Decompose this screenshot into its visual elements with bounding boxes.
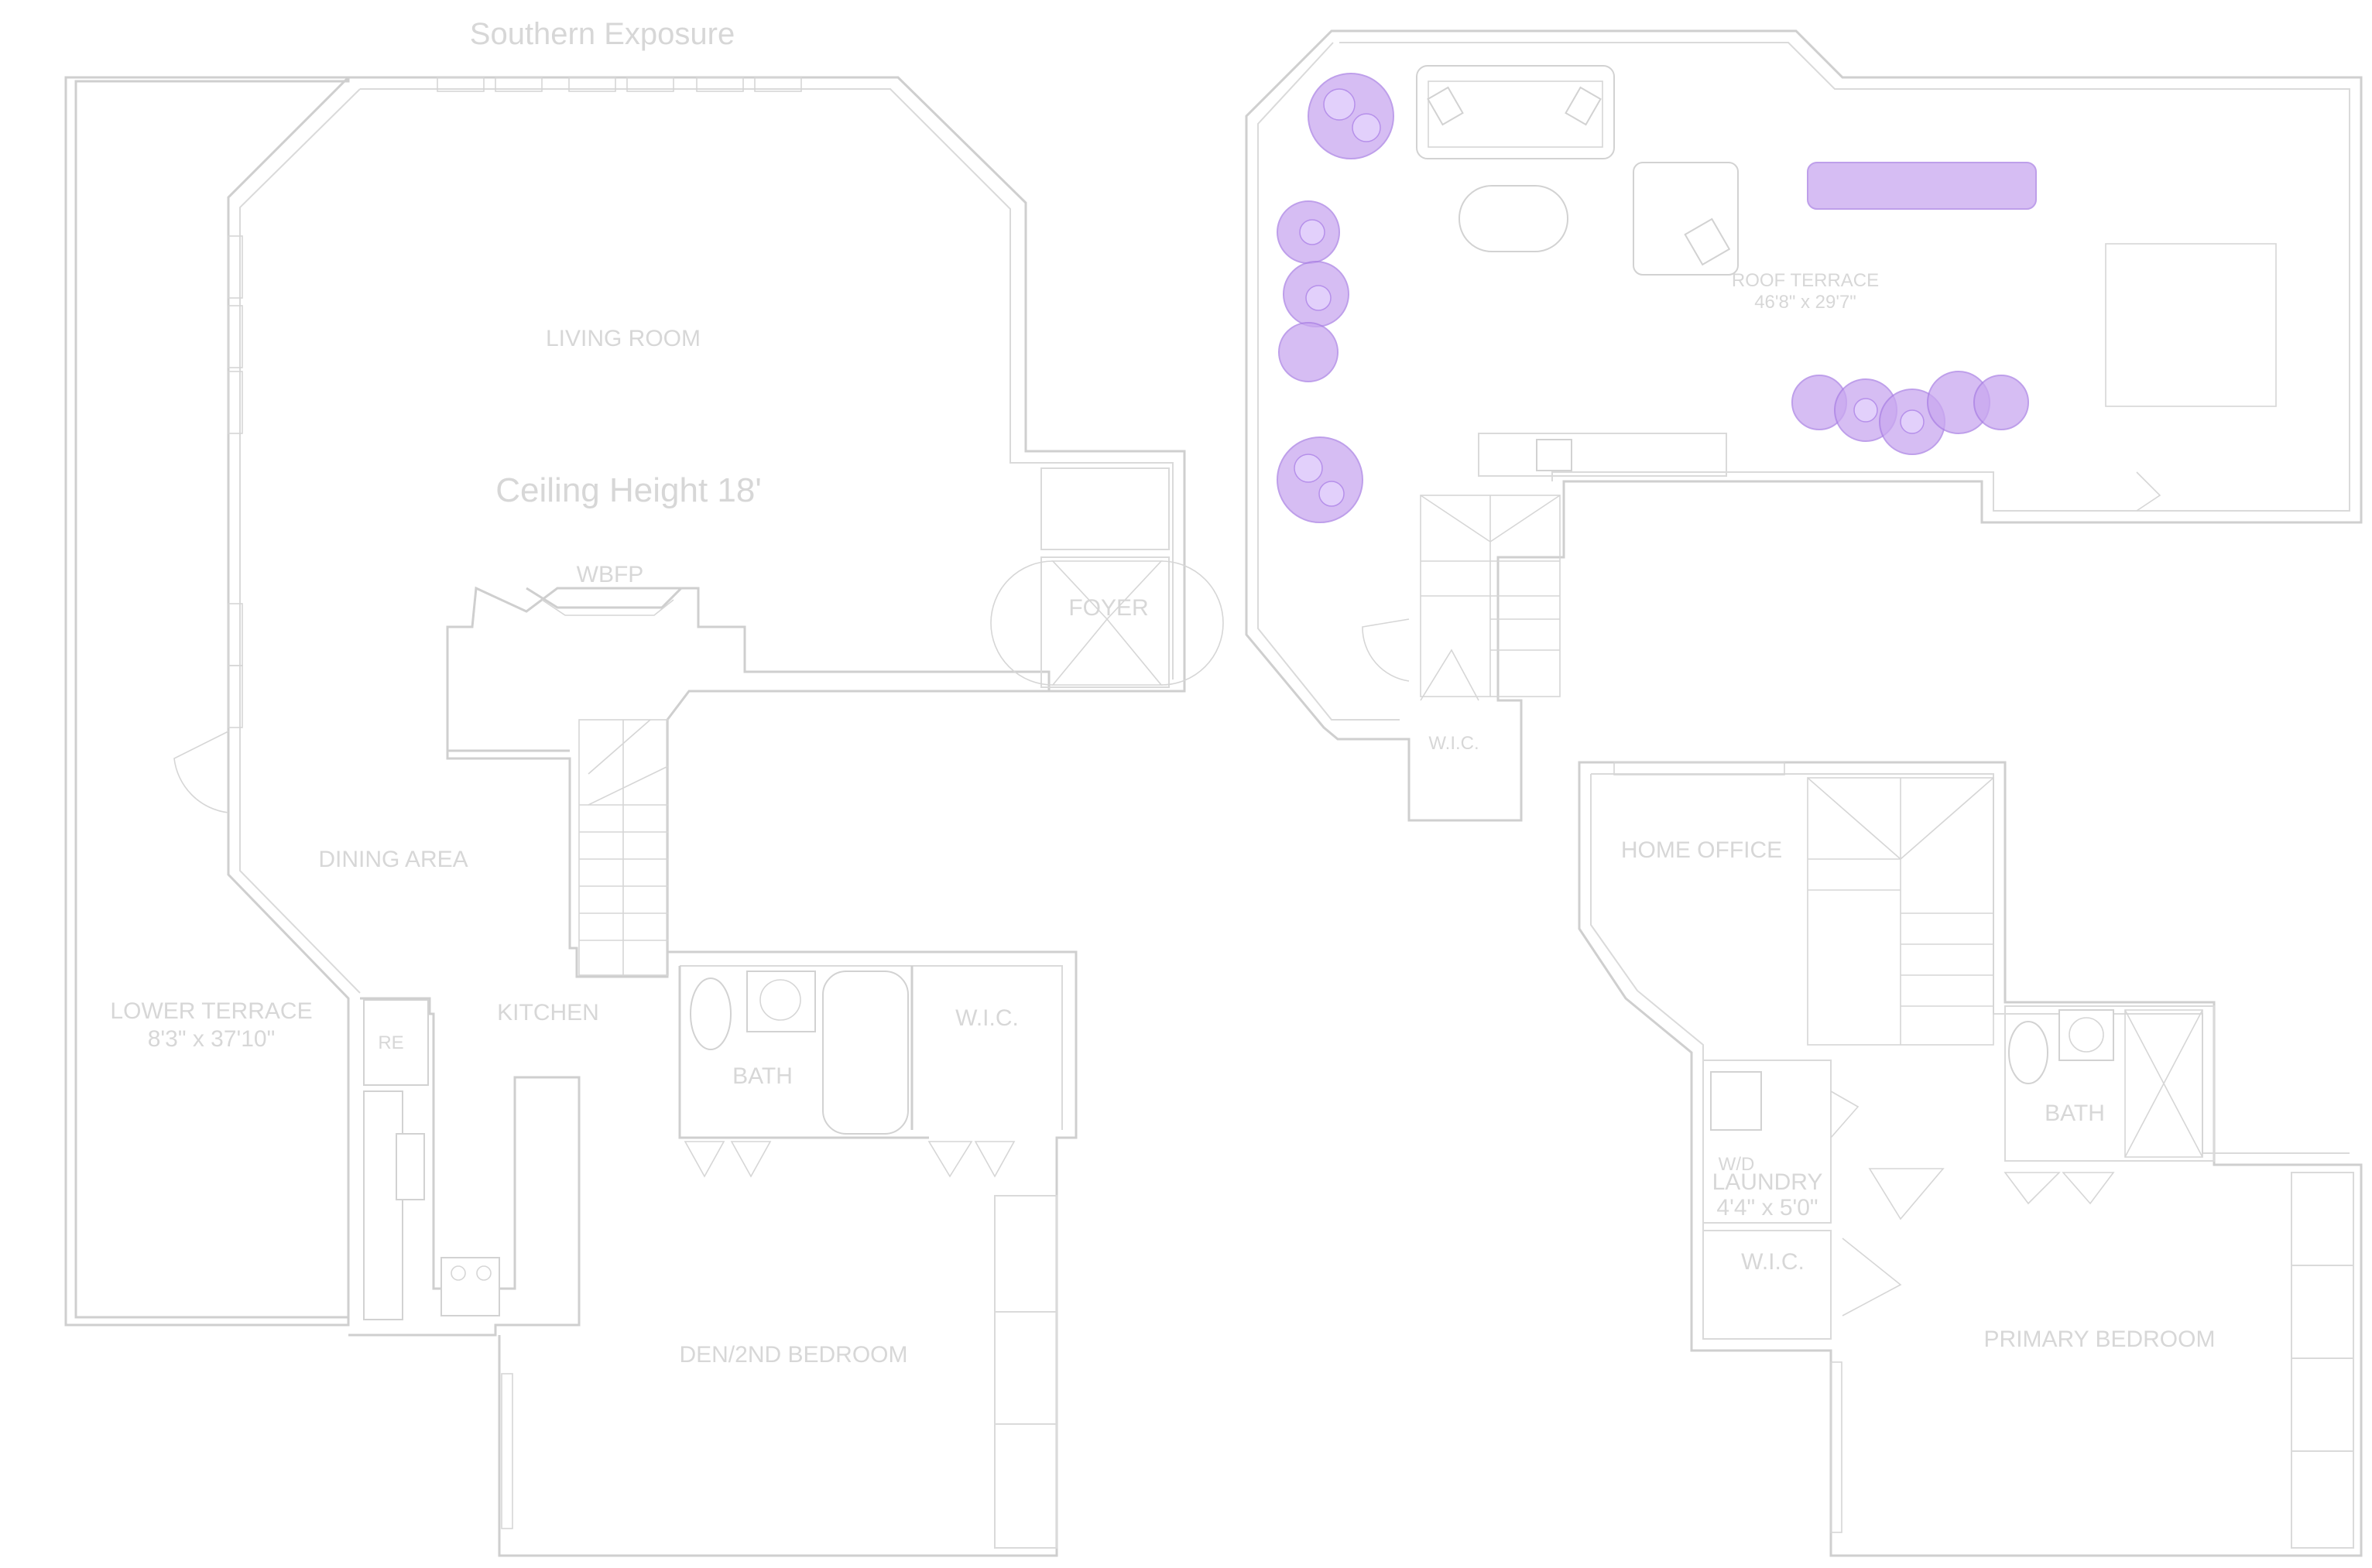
label-bath-upper: BATH: [2045, 1101, 2105, 1126]
upper-level-plan: [1578, 761, 2363, 1557]
label-ceiling-height: Ceiling Height 18': [495, 471, 762, 509]
label-dining-area: DINING AREA: [318, 847, 468, 872]
room-labels: Southern Exposure LIVING ROOM Ceiling He…: [110, 17, 2215, 1368]
label-wic-roof: W.I.C.: [1428, 733, 1479, 754]
roof-level-plan: [1245, 29, 2363, 822]
label-living-room: LIVING ROOM: [546, 326, 701, 351]
label-den: DEN/2ND BEDROOM: [679, 1342, 907, 1368]
exposure-label: Southern Exposure: [470, 17, 735, 51]
label-wic-upper: W.I.C.: [1741, 1249, 1805, 1275]
label-wd: W/D: [1719, 1154, 1755, 1175]
label-foyer: FOYER: [1068, 595, 1148, 621]
label-roof-terrace: ROOF TERRACE: [1732, 270, 1879, 291]
label-laundry: LAUNDRY: [1712, 1169, 1823, 1195]
label-wbfp: WBFP: [577, 562, 644, 587]
lower-level-plan: [64, 76, 1224, 1557]
label-lower-terrace-dims: 8'3" x 37'10": [148, 1026, 276, 1052]
label-bath-lower: BATH: [732, 1063, 793, 1089]
label-wic-lower: W.I.C.: [955, 1005, 1019, 1031]
label-laundry-dims: 4'4" x 5'0": [1716, 1195, 1818, 1221]
roof-planters: [1277, 73, 2037, 523]
label-primary-bedroom: PRIMARY BEDROOM: [1984, 1327, 2216, 1352]
label-roof-terrace-dims: 46'8" x 29'7": [1754, 292, 1856, 313]
label-lower-terrace: LOWER TERRACE: [110, 998, 312, 1024]
label-kitchen: KITCHEN: [497, 1000, 599, 1025]
label-refrigerator: RE: [378, 1032, 403, 1053]
label-home-office: HOME OFFICE: [1621, 837, 1782, 863]
